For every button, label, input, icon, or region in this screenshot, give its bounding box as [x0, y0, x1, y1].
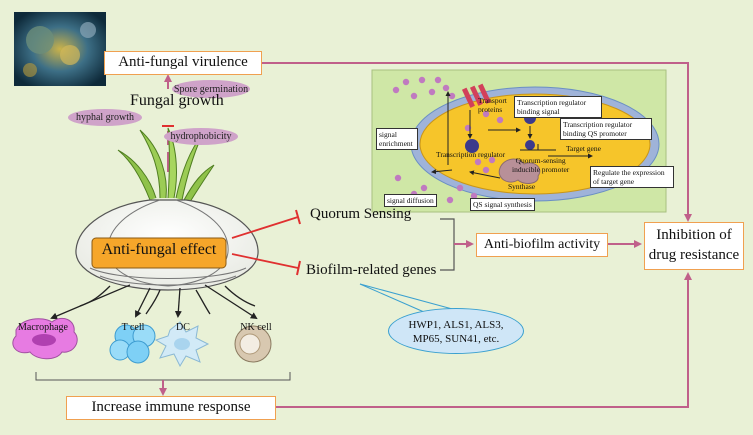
qs-biofilm-bracket — [440, 218, 455, 271]
tr-binding-l2: binding signal — [517, 107, 560, 116]
cells-bracket — [35, 372, 291, 381]
inhibition-drug-resistance-box: Inhibition of drug resistance — [644, 222, 744, 270]
macrophage-cell — [12, 317, 78, 360]
virulence-to-inhibition-arrow — [262, 62, 692, 222]
tr-label: Transcription regulator — [436, 150, 506, 159]
qs-prom-l2: inducible promoter — [512, 165, 570, 174]
genes-callout-line-2 — [359, 283, 457, 311]
onion-illustration — [75, 127, 259, 291]
fungal-growth-label: Fungal growth — [130, 92, 224, 109]
biofilm-genes-label: Biofilm-related genes — [306, 262, 437, 278]
anti-biofilm-activity-box: Anti-biofilm activity — [476, 233, 608, 257]
tr-qs-l2: binding QS promoter — [563, 129, 627, 138]
regulate-l2: of target gene — [593, 177, 635, 186]
inhibition-line-1: Inhibition of — [656, 227, 732, 243]
qs-promoter-label: Quorum-sensing inducible promoter — [512, 156, 569, 174]
t-cell — [109, 324, 156, 364]
effect-inhibits-biofilm-genes — [231, 253, 299, 269]
hydrophobicity-label: hydrophobicity — [164, 128, 238, 145]
tr-binding-l1: Transcription regulator — [517, 98, 587, 107]
nk-cell — [234, 325, 272, 363]
target-gene-label: Target gene — [566, 144, 601, 153]
macrophage-label: Macrophage — [18, 322, 68, 333]
genes-callout-line — [359, 283, 425, 313]
dc-label: DC — [176, 322, 190, 333]
fungal-photo — [14, 12, 106, 86]
effect-inhibits-quorum — [231, 216, 299, 239]
transport-l2: proteins — [478, 105, 503, 114]
qs-prom-l1: Quorum-sensing — [515, 156, 566, 165]
anti-fungal-virulence-box: Anti-fungal virulence — [104, 51, 262, 75]
tr-qs-promoter-box: Transcription regulator binding QS promo… — [560, 118, 652, 140]
dc-cell — [154, 321, 210, 368]
gene-list-line-1: HWP1, ALS1, ALS3, — [408, 319, 504, 331]
inhibit-bar-biofilm — [296, 260, 301, 276]
inhibition-line-2: drug resistance — [648, 247, 740, 263]
signal-enrichment-box: signal enrichment — [376, 128, 418, 150]
synthase-label: Synthase — [508, 182, 536, 191]
signal-molecules — [392, 76, 504, 204]
spore-germination-label: Spore germination — [172, 80, 250, 98]
transport-proteins-label: Transport proteins — [478, 96, 507, 114]
tr-qs-l1: Transcription regulator — [563, 120, 633, 129]
hyphal-growth-label: hyphal growth — [68, 109, 142, 126]
signal-enrich-l1: signal — [379, 130, 397, 139]
nk-cell-label: NK cell — [240, 322, 272, 333]
onion-roots — [50, 284, 258, 320]
tr-binding-signal-box: Transcription regulator binding signal — [514, 96, 602, 118]
inhibit-bar-quorum — [295, 209, 301, 225]
anti-fungal-effect-box — [91, 237, 227, 269]
qs-signal-synthesis-box: QS signal synthesis — [470, 198, 535, 211]
transport-l1: Transport — [478, 96, 507, 105]
anti-fungal-effect-label: Anti-fungal effect — [101, 241, 217, 258]
gene-list-ellipse: HWP1, ALS1, ALS3, MP65, SUN41, etc. — [388, 308, 524, 354]
quorum-sensing-label: Quorum Sensing — [310, 206, 412, 222]
immune-to-inhibition-arrow — [276, 272, 692, 408]
t-cell-label: T cell — [121, 322, 145, 333]
gene-list-line-2: MP65, SUN41, etc. — [412, 333, 500, 345]
signal-enrich-l2: enrichment — [379, 139, 413, 148]
immune-response-box: Increase immune response — [66, 396, 276, 420]
signal-diffusion-box: signal diffusion — [384, 194, 437, 207]
regulate-l1: Regulate the expression — [593, 168, 665, 177]
regulate-expression-box: Regulate the expression of target gene — [590, 166, 674, 188]
